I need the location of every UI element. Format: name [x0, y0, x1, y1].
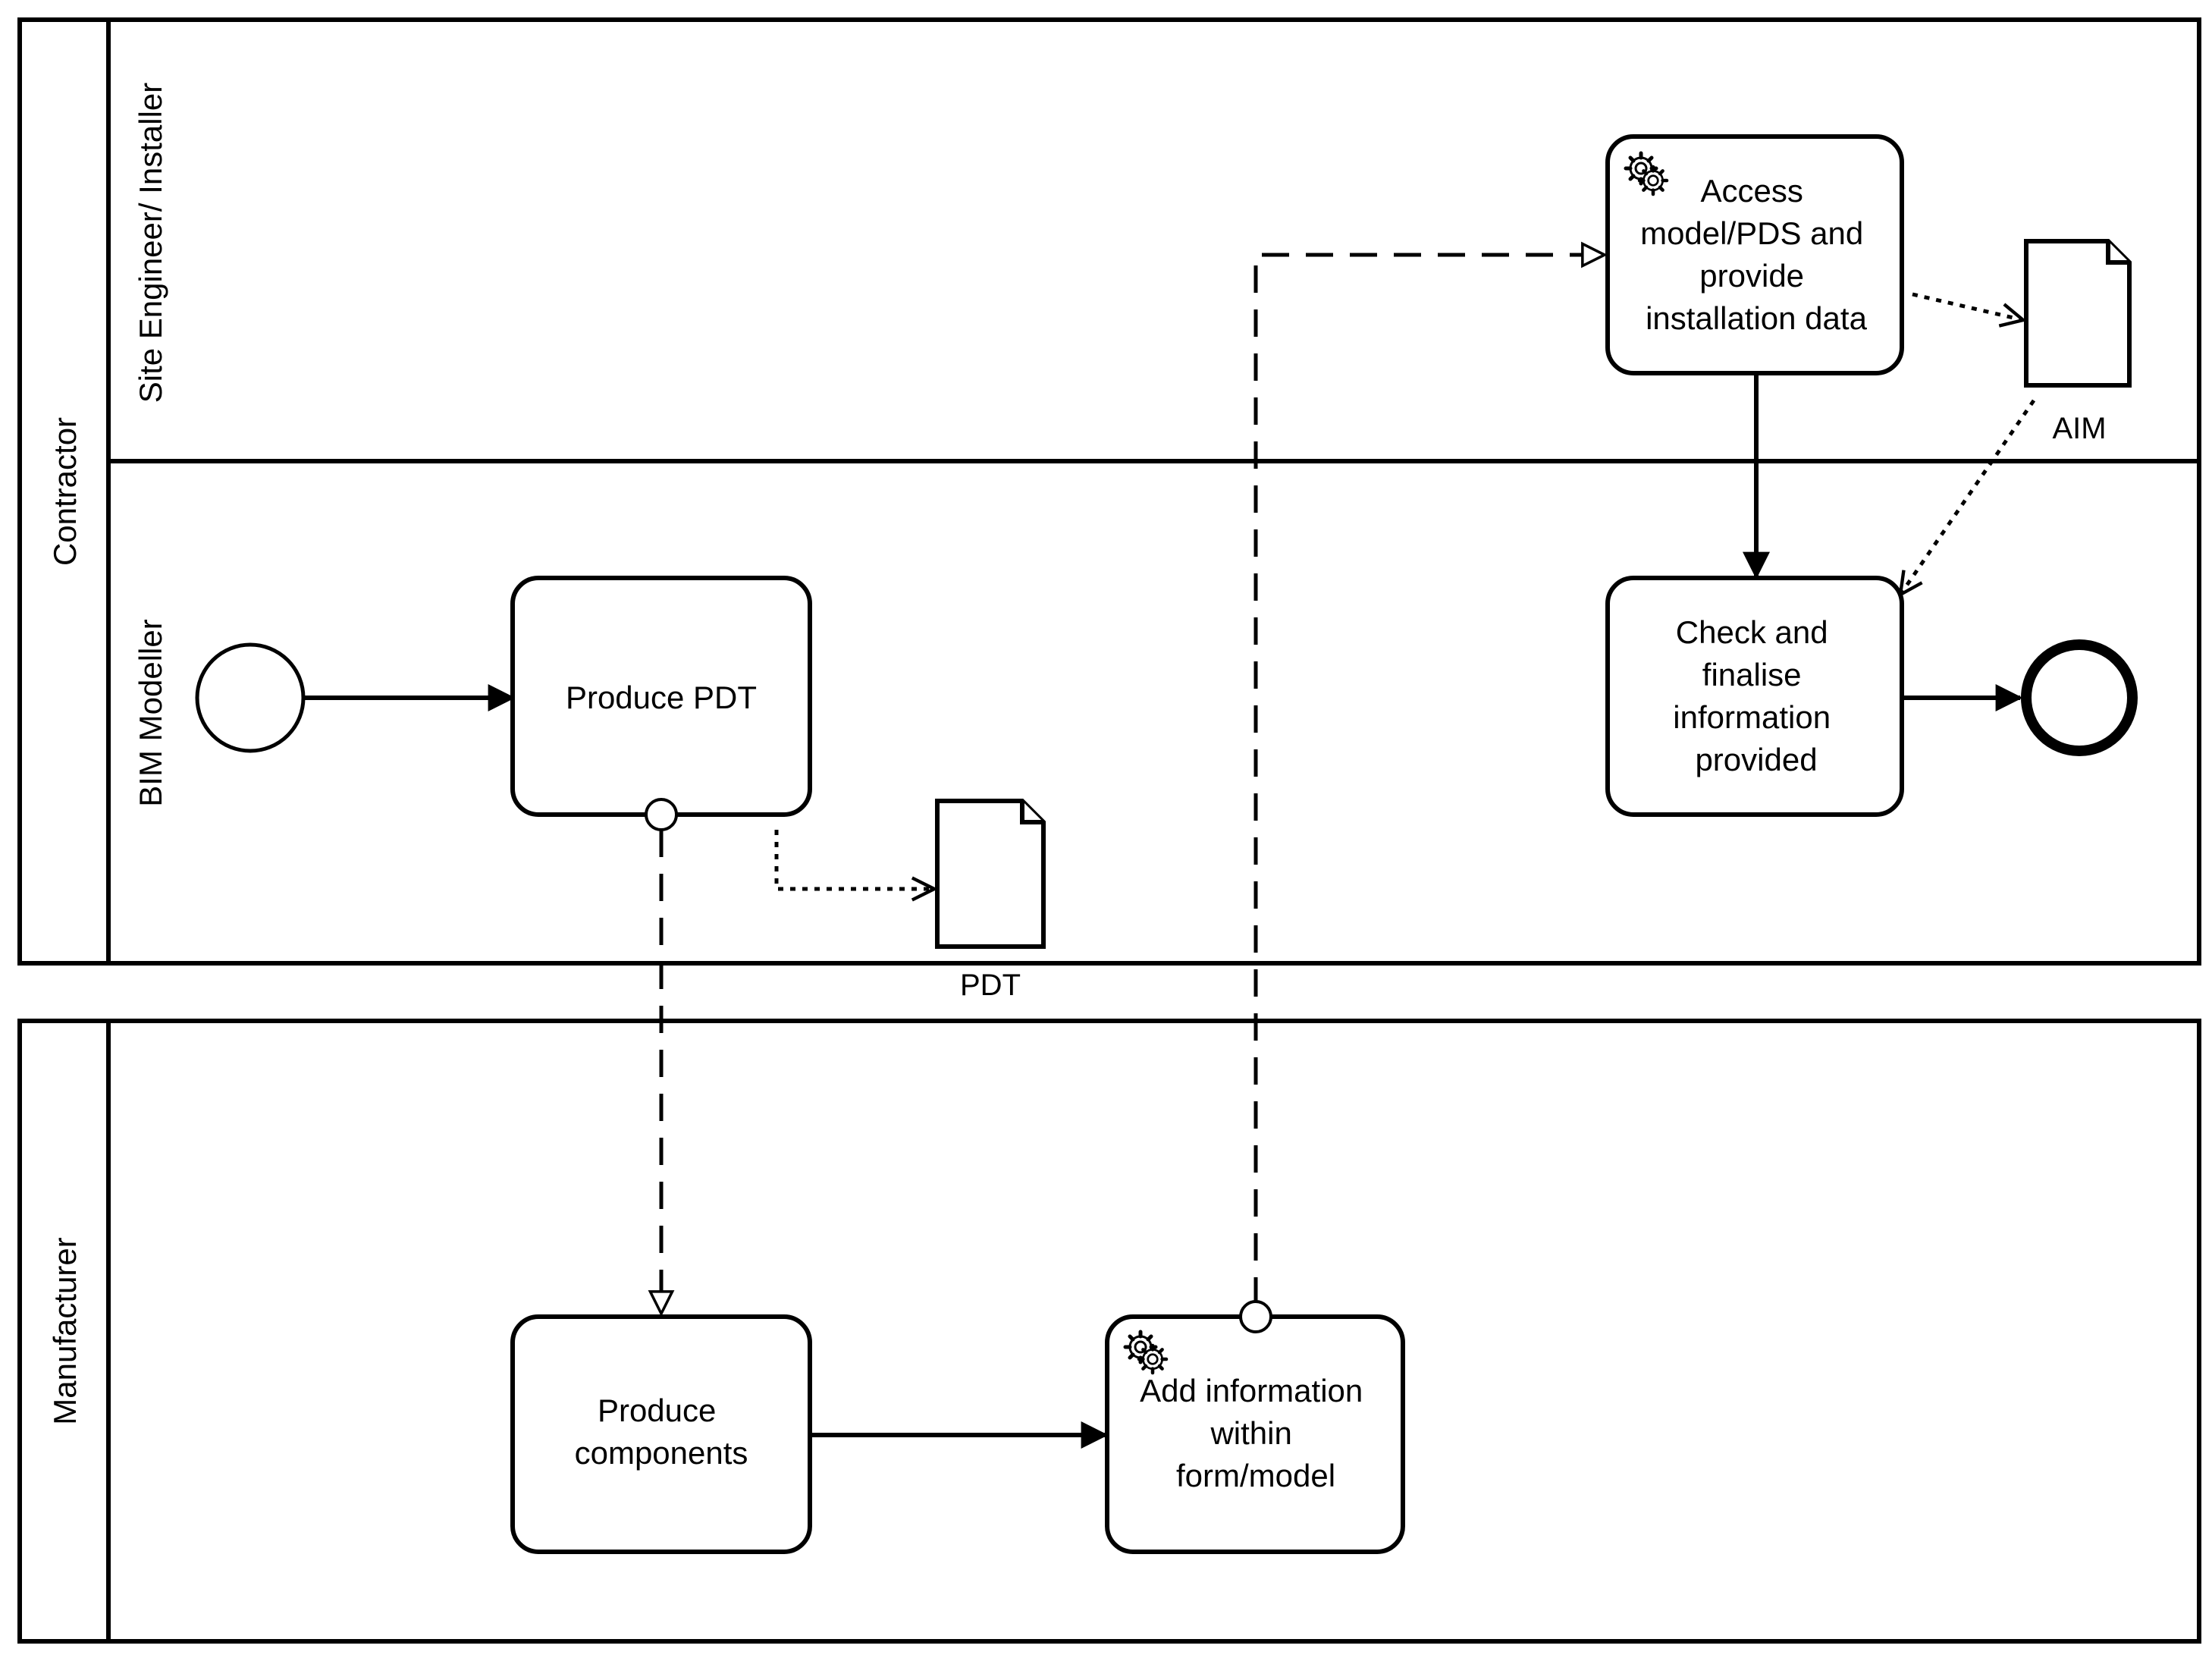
task-produce-components[interactable]: Produce components — [510, 1314, 812, 1554]
association-aim-to-check — [1900, 399, 2036, 595]
start-event[interactable] — [195, 642, 306, 753]
task-label-produce-components: Produce components — [575, 1393, 748, 1471]
task-check-and-finalise[interactable]: Check and finalise information provided — [1605, 576, 1904, 817]
pool-label-manufacturer: Manufacturer — [47, 1237, 83, 1424]
pool-manufacturer: Manufacturer — [17, 1019, 2201, 1644]
task-add-information[interactable]: Add information within form/model — [1105, 1314, 1405, 1554]
task-produce-pdt[interactable]: Produce PDT — [510, 576, 812, 817]
task-access-model-pds[interactable]: Access model/PDS and provide installatio… — [1605, 134, 1904, 375]
data-object-label-pdt: PDT — [960, 969, 1021, 1002]
lane-label-bim-modeller: BIM Modeller — [133, 619, 168, 806]
task-label-produce-pdt: Produce PDT — [566, 680, 757, 715]
association-produce-pdt-to-pdt — [774, 830, 934, 889]
data-object-label-aim: AIM — [2052, 412, 2106, 445]
task-label-check: Check and finalise information provided — [1673, 614, 1839, 777]
lane-label-site-engineer: Site Engineer/ Installer — [133, 83, 168, 404]
boundary-event-produce-pdt[interactable] — [645, 798, 678, 831]
message-flow-add-info-to-access — [1253, 255, 1605, 1305]
task-label-access: Access model/PDS and provide installatio… — [1640, 173, 1872, 336]
boundary-event-add-information[interactable] — [1239, 1300, 1272, 1333]
task-label-add-information: Add information within form/model — [1140, 1373, 1372, 1493]
pool-label-contractor: Contractor — [47, 417, 83, 566]
pool-contractor: Contractor Site Engineer/ Installer BIM … — [17, 17, 2201, 966]
association-access-to-aim — [1912, 292, 2023, 320]
data-object-pdt[interactable]: PDT — [935, 799, 1046, 1002]
data-object-aim[interactable]: AIM — [2024, 239, 2132, 445]
end-event[interactable] — [2021, 639, 2138, 756]
